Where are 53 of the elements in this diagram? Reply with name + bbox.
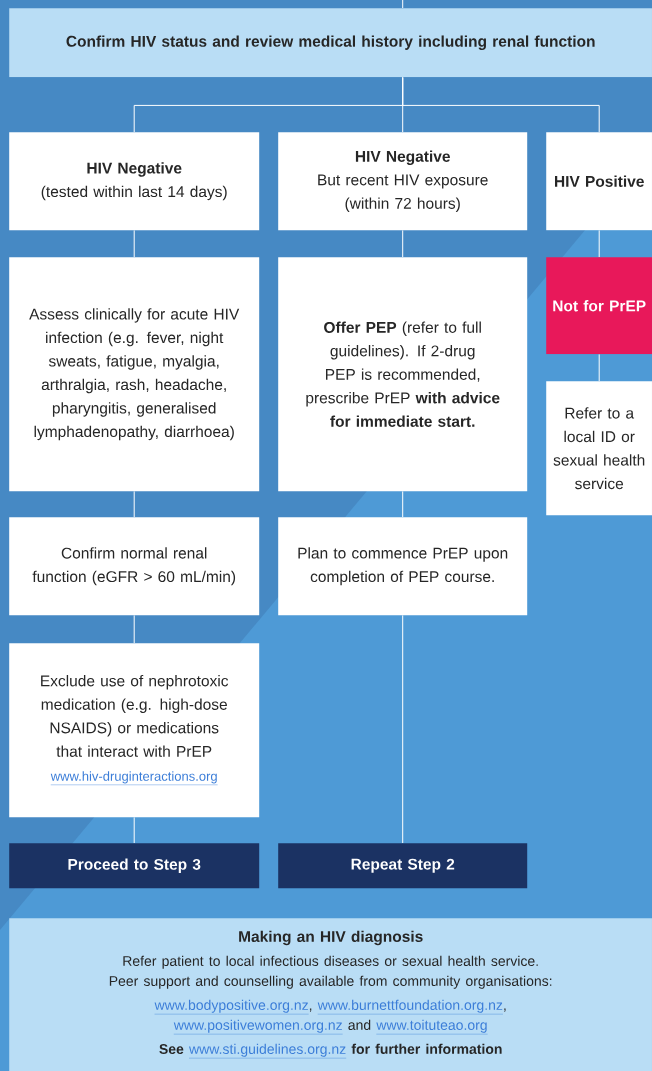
box-heading: Not for PrEP <box>553 300 646 312</box>
link: www.sti.guidelines.org.nz <box>188 1043 347 1059</box>
connector-line <box>598 229 600 258</box>
step-box <box>546 381 652 516</box>
connector-line <box>402 76 600 133</box>
box-text: Offer PEP (refer to full guidelines). If 2-drug PEP is recommended, prescribe PrEP with advice for immediate start. <box>306 321 500 427</box>
connector-line <box>598 353 600 382</box>
connector-line <box>133 229 135 258</box>
box-heading: HIV Negative <box>87 162 182 177</box>
connector-line <box>402 229 404 258</box>
connector-line <box>402 0 404 9</box>
step-box <box>9 643 260 818</box>
step-box <box>9 8 652 78</box>
box-text: Assess clinically for acute HIV infection (e.g. fever, night sweats, fatigue, myalgia, arthralgia, rash, headache, pharyngitis, generalised lymphadenopathy, diarrhoea) <box>29 308 240 441</box>
box-text: (tested within last 14 days) <box>41 185 227 201</box>
warning-box <box>546 257 652 355</box>
step-box <box>9 918 652 1071</box>
box-heading: HIV Positive <box>555 175 644 187</box>
box-text: Exclude use of nephrotoxic medication (e.g. high-dose NSAIDS) or medications that interact with PrEP <box>41 675 229 757</box>
outcome-box <box>9 843 260 889</box>
note-text: for further information <box>351 1043 502 1054</box>
connector-line <box>133 614 135 644</box>
link: www.toituteao.org <box>376 1019 488 1035</box>
box-text: But recent HIV exposure (within 72 hours) <box>318 174 488 212</box>
connector-line <box>133 490 135 518</box>
link: www.hiv-druginteractions.org <box>50 771 218 786</box>
connector-line <box>402 490 404 518</box>
link: www.positivewomen.org.nz <box>173 1019 343 1035</box>
step-box <box>9 132 260 231</box>
connector-line <box>402 614 404 844</box>
box-text: Refer patient to local infectious diseases or sexual health service. Peer support and counselling available from community organisations: <box>109 955 552 989</box>
box-text: and <box>348 1019 371 1030</box>
box-heading: Proceed to Step 3 <box>68 858 201 873</box>
box-heading: HIV Negative <box>355 150 450 165</box>
link: www.burnettfoundation.org.nz <box>317 999 504 1015</box>
box-heading: Repeat Step 2 <box>351 858 455 873</box>
step-box <box>546 132 652 231</box>
step-box <box>278 257 528 492</box>
step-box <box>278 132 528 231</box>
box-text: Refer to a local ID or sexual health service <box>553 407 645 490</box>
step-box <box>9 517 260 616</box>
step-box <box>9 257 260 492</box>
step-box <box>278 517 528 616</box>
separator-text: , <box>504 1008 506 1012</box>
box-text: Plan to commence PrEP upon completion of PEP course. <box>298 547 508 586</box>
note-text: See <box>159 1044 184 1054</box>
box-heading: Making an HIV diagnosis <box>239 930 423 946</box>
separator-text: , <box>309 1008 312 1012</box>
outcome-box <box>278 843 528 889</box>
box-heading: Confirm HIV status and review medical history including renal function <box>66 35 595 50</box>
link: www.bodypositive.org.nz <box>154 999 309 1015</box>
connector-line <box>133 816 135 844</box>
box-text: Confirm normal renal function (eGFR > 60 mL/min) <box>32 547 236 586</box>
